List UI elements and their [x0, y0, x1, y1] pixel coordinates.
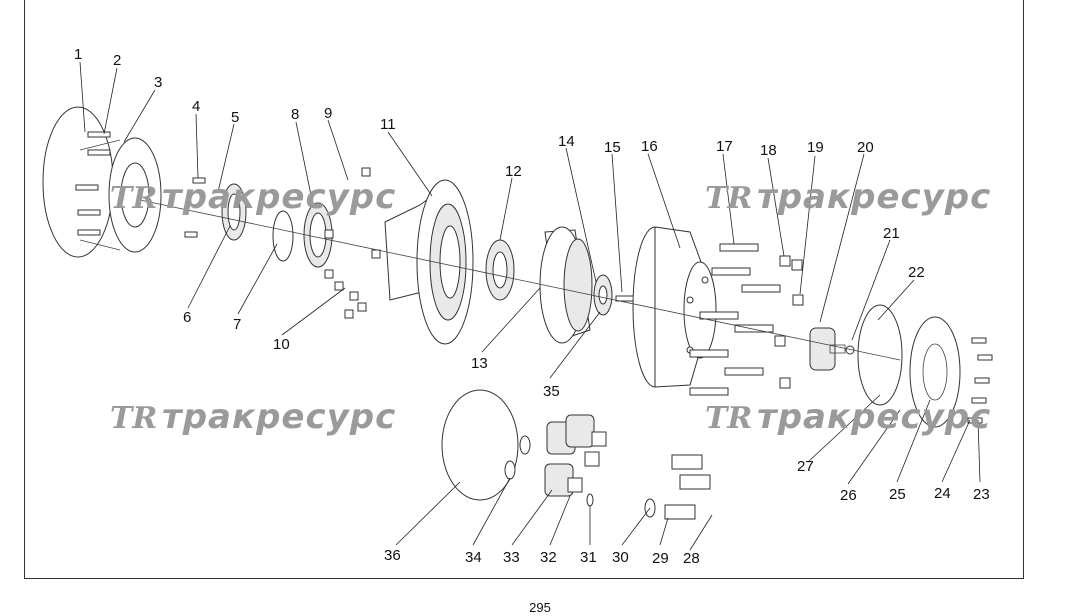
callout-30: 30	[612, 549, 629, 566]
callout-14: 14	[558, 133, 575, 150]
part-29-pins	[664, 454, 711, 520]
watermark-logo: TR	[110, 401, 157, 436]
watermark-text: тракресурс	[162, 397, 396, 437]
callout-24: 24	[934, 485, 951, 502]
part-36-gasket	[441, 389, 519, 501]
callout-34: 34	[465, 549, 482, 566]
watermark-logo: TR	[705, 181, 752, 216]
callout-29: 29	[652, 550, 669, 567]
callout-21: 21	[883, 225, 900, 242]
callout-4: 4	[192, 98, 200, 115]
part-25-cover	[909, 316, 961, 428]
part-17-studs	[689, 243, 781, 396]
callout-18: 18	[760, 142, 777, 159]
callout-2: 2	[113, 52, 121, 69]
watermark-logo: TR	[705, 401, 752, 436]
callout-11: 11	[380, 116, 396, 133]
part-13-ring-gear	[539, 226, 593, 344]
watermark-text: тракресурс	[162, 177, 396, 217]
part-23-bolts	[967, 337, 993, 424]
part-4-bolts	[184, 177, 206, 238]
watermark-bottom-right: TR тракресурс	[705, 397, 991, 437]
part-34-washer	[504, 460, 516, 480]
watermark-text: тракресурс	[757, 397, 991, 437]
callout-12: 12	[505, 163, 522, 180]
part-33-planet-gears	[544, 414, 595, 497]
callout-1: 1	[74, 46, 82, 63]
callout-19: 19	[807, 139, 824, 156]
page-number: 295	[529, 600, 551, 615]
callout-8: 8	[291, 106, 299, 123]
part-32-needle-bearings	[567, 431, 607, 493]
part-11-hub	[384, 179, 474, 345]
part-16-carrier	[632, 226, 717, 388]
callout-28: 28	[683, 550, 700, 567]
callout-13: 13	[471, 355, 488, 372]
part-10-nuts	[324, 167, 381, 319]
callout-32: 32	[540, 549, 557, 566]
callout-10: 10	[273, 336, 290, 353]
callout-labels: 1 2 3 4 5 6 7 8 9 10 11 12 13 14 15 16 1…	[74, 46, 990, 567]
part-20-sun-gear	[809, 327, 836, 371]
callout-27: 27	[797, 458, 814, 475]
callout-3: 3	[154, 74, 162, 91]
callout-31: 31	[580, 549, 597, 566]
callout-36: 36	[384, 547, 401, 564]
watermark-top-right: TR тракресурс	[705, 177, 991, 217]
part-2-studs	[75, 131, 111, 236]
callout-35: 35	[543, 383, 560, 400]
callout-25: 25	[889, 486, 906, 503]
callout-5: 5	[231, 109, 239, 126]
callout-7: 7	[233, 316, 241, 333]
part-18-nuts	[774, 255, 804, 389]
part-22-gasket	[857, 304, 903, 406]
watermark-logo: TR	[110, 181, 157, 216]
callout-22: 22	[908, 264, 925, 281]
callout-26: 26	[840, 487, 857, 504]
part-7-ring	[272, 210, 294, 262]
callout-15: 15	[604, 139, 621, 156]
drawing-frame	[24, 0, 1024, 579]
callout-17: 17	[716, 138, 733, 155]
callout-9: 9	[324, 105, 332, 122]
watermark-text: тракресурс	[757, 177, 991, 217]
watermark-top-left: TR тракресурс	[110, 177, 396, 217]
callout-20: 20	[857, 139, 874, 156]
exploded-assembly-drawing: 1 2 3 4 5 6 7 8 9 10 11 12 13 14 15 16 1…	[42, 46, 993, 567]
leader-lines	[79, 61, 981, 551]
callout-16: 16	[641, 138, 658, 155]
watermark-bottom-left: TR тракресурс	[110, 397, 396, 437]
callout-23: 23	[973, 486, 990, 503]
callout-33: 33	[503, 549, 520, 566]
callout-6: 6	[183, 309, 191, 326]
part-31-ring	[586, 493, 594, 507]
